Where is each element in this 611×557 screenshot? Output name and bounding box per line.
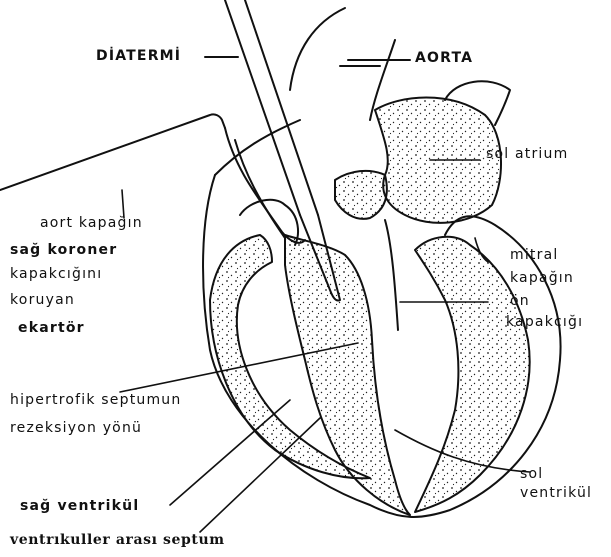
label-sol-ventrikul: ventrikül xyxy=(520,485,592,501)
aort-kapagin-leader xyxy=(122,190,124,218)
retractor-handle xyxy=(0,114,225,190)
label-sag-koroner: sağ koroner xyxy=(10,242,117,258)
label-aort-kapagin: aort kapağın xyxy=(40,215,143,231)
sag-ventrikul-leader xyxy=(170,400,290,505)
diathermy-shaft-left xyxy=(225,0,300,215)
label-aorta: AORTA xyxy=(415,50,473,66)
mitral-anterior-leaflet xyxy=(385,220,398,330)
label-sol-atrium: sol atrium xyxy=(486,146,568,162)
label-kapagin: kapağın xyxy=(510,270,574,286)
label-kapakcigi: kapakcığı xyxy=(506,314,583,330)
retractor-blade xyxy=(235,140,285,238)
aorta-arch-curve xyxy=(290,8,345,90)
diathermy-shaft-right xyxy=(245,0,318,215)
label-on: ön xyxy=(510,293,530,309)
label-ventrikuller-arasi-septum: ventrıkuller arası septum xyxy=(10,532,225,548)
label-ekartor: ekartör xyxy=(18,320,85,336)
label-mitral: mitral xyxy=(510,247,558,263)
label-rezeksiyon: rezeksiyon yönü xyxy=(10,420,142,436)
label-hipertrofik: hipertrofik septumun xyxy=(10,392,181,408)
label-sag-ventrikul: sağ ventrikül xyxy=(20,498,139,514)
label-diatermi: DİATERMİ xyxy=(96,48,181,64)
label-sol: sol xyxy=(520,466,543,482)
aortic-root xyxy=(335,171,387,219)
label-kapakcigini: kapakcığını xyxy=(10,266,102,282)
right-ventricle-free-wall xyxy=(215,120,300,175)
label-koruyan: koruyan xyxy=(10,292,75,308)
